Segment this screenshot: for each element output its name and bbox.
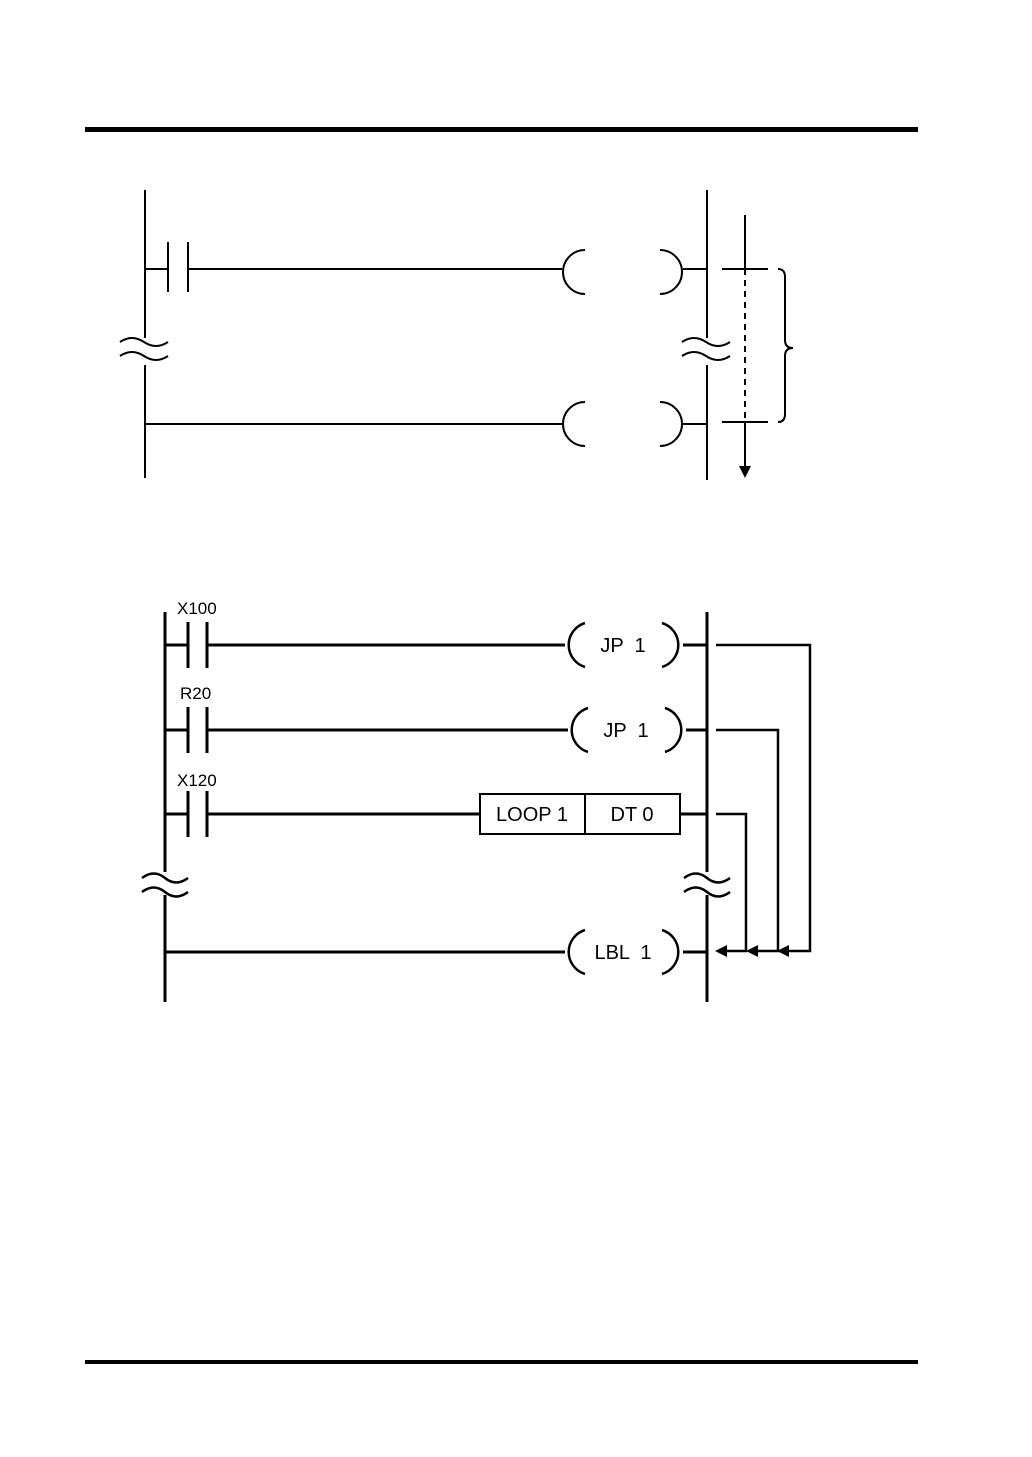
coil-left-arc: [563, 402, 585, 446]
contact-label-x100: X100: [177, 599, 217, 618]
break-symbol-right-1: [682, 338, 730, 346]
contact-label-r20: R20: [180, 684, 211, 703]
coil-jp1-text: JP 1: [600, 635, 645, 657]
coil-jp1b-right-arc: [665, 708, 681, 752]
header-rule: [85, 127, 918, 132]
contact-label-x120: X120: [177, 771, 217, 790]
coil-jp1-right-arc: [662, 623, 678, 667]
coil-right-arc: [660, 250, 682, 294]
coil-jp1b-left-arc: [572, 708, 588, 752]
footer-rule: [85, 1360, 918, 1364]
skip-brace: [778, 269, 793, 422]
arrow-head-row3: [715, 945, 727, 957]
coil-jp1b-text: JP 1: [603, 720, 648, 742]
break-symbol-left-2: [120, 352, 168, 360]
coil-left-arc: [563, 250, 585, 294]
jump-path-row1: [716, 645, 810, 951]
scan-order-diagram: [0, 180, 1032, 490]
coil-right-arc: [660, 402, 682, 446]
coil-lbl1-text: LBL 1: [594, 942, 651, 964]
arrow-head-row2: [746, 945, 758, 957]
break-symbol-left-1: [142, 874, 188, 883]
coil-jp1-left-arc: [569, 623, 585, 667]
loop-box-left-text: LOOP 1: [496, 804, 568, 826]
break-symbol-right-1: [684, 874, 730, 883]
coil-lbl1-left-arc: [569, 930, 585, 974]
break-symbol-left-1: [120, 338, 168, 346]
scan-arrow-head: [739, 466, 751, 478]
break-symbol-right-2: [682, 352, 730, 360]
jump-label-diagram: X100 R20 X120 JP 1 JP 1 LOOP 1 DT 0 LBL …: [0, 590, 1032, 1010]
loop-box-right-text: DT 0: [611, 804, 654, 826]
coil-lbl1-right-arc: [662, 930, 678, 974]
